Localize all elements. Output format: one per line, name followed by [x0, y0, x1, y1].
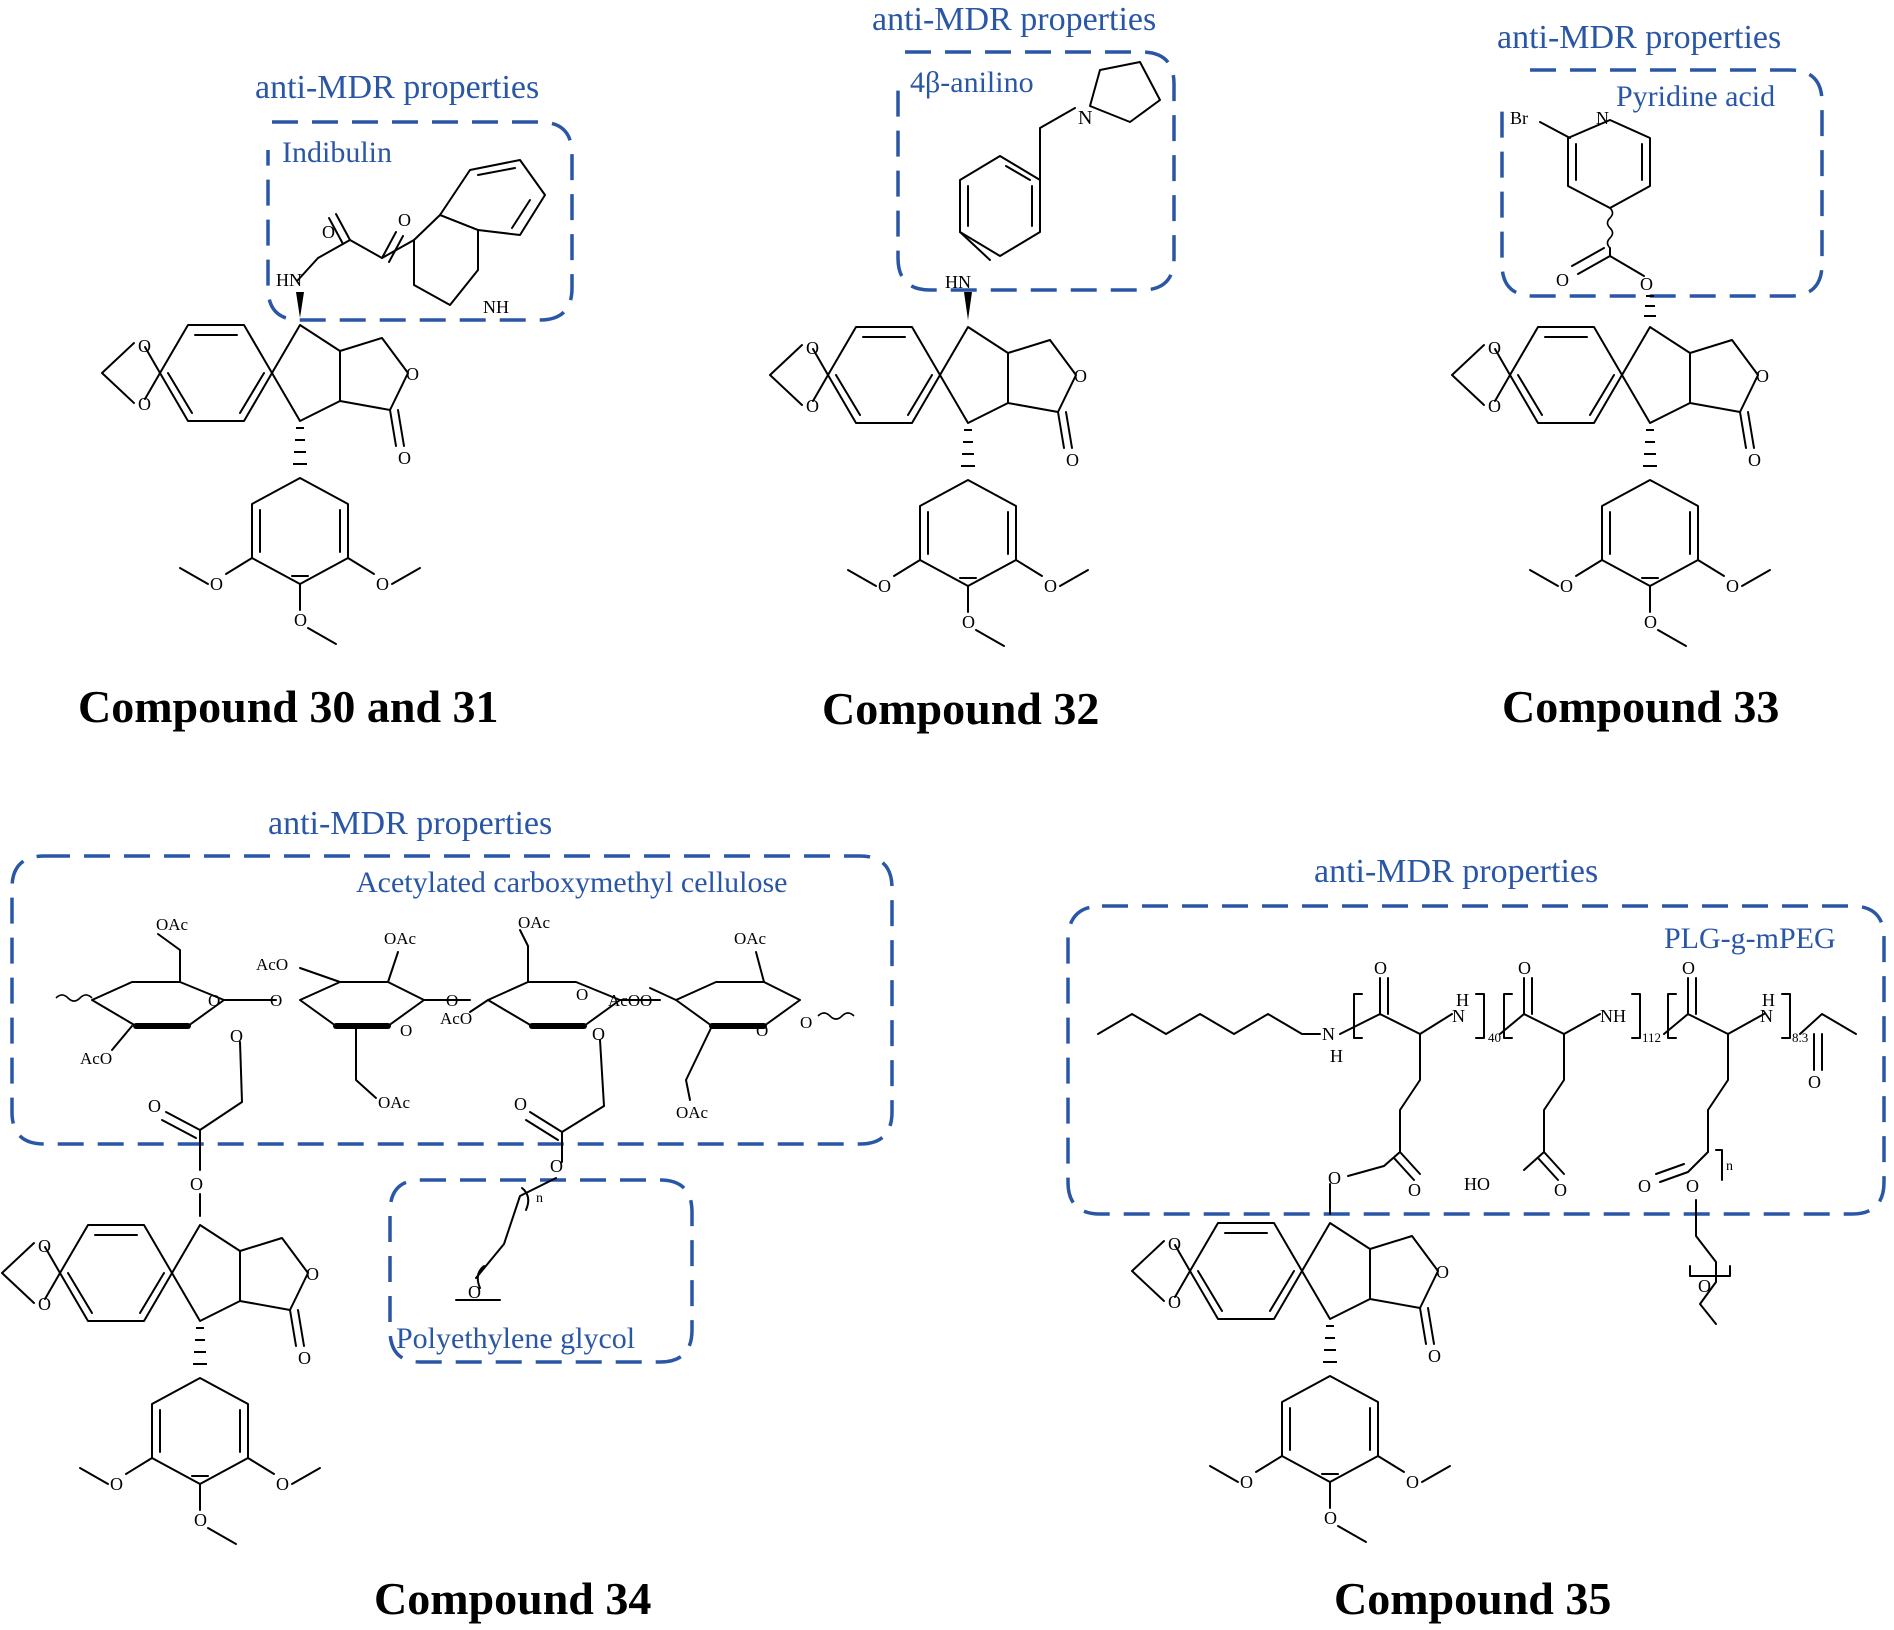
heading-anti-mdr: anti-MDR properties — [1497, 19, 1781, 56]
atom-oac: OAc — [384, 929, 417, 948]
atom-o: O — [514, 1094, 527, 1114]
heading-anti-mdr: anti-MDR properties — [268, 805, 552, 842]
atom-o: O — [190, 1174, 203, 1194]
atom-o: O — [1638, 1176, 1651, 1196]
atom-nh: NH — [483, 297, 509, 317]
panel-compound-34: anti-MDR properties Acetylated carboxyme… — [1, 805, 894, 1624]
atom-o: O — [756, 1021, 768, 1040]
atom-o: O — [1682, 958, 1695, 978]
atom-aco: AcO — [256, 955, 288, 974]
atom-o: O — [1374, 958, 1387, 978]
atom-o: O — [208, 991, 220, 1010]
panel-compound-33: anti-MDR properties Pyridine acid Br N O… — [1451, 19, 1824, 732]
atom-h: H — [1330, 1046, 1343, 1066]
atom-n-subscript: n — [536, 1191, 543, 1206]
atom-o: O — [550, 1156, 563, 1176]
atom-n: N — [1078, 107, 1092, 129]
atom-o: O — [398, 210, 411, 230]
atom-aco: AcO — [608, 991, 640, 1010]
cellulose-chain: OAc AcO O O OAc AcO OAc O O OAc AcO O — [55, 913, 855, 1122]
atom-aco: AcO — [440, 1009, 472, 1028]
atom-o: O — [322, 222, 335, 242]
atom-oac: OAc — [518, 913, 551, 932]
heading-anti-mdr: anti-MDR properties — [872, 1, 1156, 38]
caption-compound-34: Compound 34 — [374, 1573, 651, 1624]
atom-hn: HN — [276, 270, 302, 290]
subscript-40: 40 — [1488, 1030, 1501, 1045]
moiety-label-indibulin: Indibulin — [282, 136, 392, 169]
atom-o: O — [468, 1282, 481, 1302]
panel-compound-32: anti-MDR properties 4β-anilino N HN Comp… — [769, 1, 1176, 734]
atom-o: O — [1328, 1168, 1341, 1188]
moiety-label-peg: Polyethylene glycol — [396, 1322, 635, 1355]
atom-o: O — [1698, 1276, 1711, 1296]
caption-compound-32: Compound 32 — [822, 683, 1099, 734]
atom-n-subscript: n — [1726, 1159, 1733, 1174]
moiety-box-4b-anilino — [896, 50, 1176, 292]
atom-o: O — [148, 1096, 161, 1116]
atom-o: O — [1808, 1072, 1821, 1092]
moiety-box-pyridine-acid — [1500, 68, 1824, 298]
atom-o: O — [1640, 274, 1653, 294]
atom-nh: NH — [1600, 1006, 1626, 1026]
atom-o: O — [1686, 1176, 1699, 1196]
atom-o: O — [1554, 1180, 1567, 1200]
atom-oac: OAc — [734, 929, 767, 948]
atom-h: H — [1762, 990, 1775, 1010]
subscript-112: 112 — [1642, 1030, 1661, 1045]
moiety-label-4b-anilino: 4β-anilino — [910, 66, 1034, 99]
atom-o: O — [1518, 958, 1531, 978]
panel-compound-30-31: anti-MDR properties Indibulin O O NH HN … — [78, 69, 574, 732]
atom-n: N — [1322, 1024, 1335, 1044]
moiety-label-plg-mpeg: PLG-g-mPEG — [1664, 922, 1836, 955]
moiety-box-indibulin — [266, 120, 574, 322]
atom-o: O — [1408, 1180, 1421, 1200]
atom-o: O — [230, 1026, 243, 1046]
panel-compound-35: anti-MDR properties PLG-g-mPEG N H O N H… — [1066, 853, 1886, 1624]
atom-br: Br — [1510, 108, 1528, 128]
atom-aco: AcO — [80, 1049, 112, 1068]
atom-h: H — [1456, 990, 1469, 1010]
atom-ho: HO — [1464, 1174, 1490, 1194]
heading-anti-mdr: anti-MDR properties — [1314, 853, 1598, 890]
subscript-8-3: 8.3 — [1792, 1030, 1808, 1045]
moiety-box-cellulose — [10, 854, 894, 1146]
moiety-label-pyridine-acid: Pyridine acid — [1616, 80, 1775, 113]
atom-n: N — [1452, 1006, 1465, 1026]
atom-o: O — [800, 1013, 812, 1032]
atom-o: O — [592, 1024, 605, 1044]
atom-oac: OAc — [378, 1093, 411, 1112]
atom-oac: OAc — [676, 1103, 709, 1122]
atom-hn: HN — [945, 272, 971, 292]
caption-compound-30-31: Compound 30 and 31 — [78, 681, 499, 732]
atom-n: N — [1760, 1006, 1773, 1026]
atom-o: O — [400, 1021, 412, 1040]
heading-anti-mdr: anti-MDR properties — [255, 69, 539, 106]
caption-compound-35: Compound 35 — [1334, 1573, 1611, 1624]
atom-oac: OAc — [156, 915, 189, 934]
atom-o: O — [1556, 270, 1569, 290]
atom-o: O — [576, 985, 588, 1004]
moiety-label-cellulose: Acetylated carboxymethyl cellulose — [356, 866, 788, 899]
atom-o: O — [640, 991, 652, 1010]
atom-o: O — [270, 991, 282, 1010]
moiety-box-peg — [388, 1178, 694, 1364]
moiety-box-plg-mpeg — [1066, 904, 1886, 1216]
caption-compound-33: Compound 33 — [1502, 681, 1779, 732]
atom-o: O — [446, 991, 458, 1010]
atom-n: N — [1596, 108, 1609, 128]
